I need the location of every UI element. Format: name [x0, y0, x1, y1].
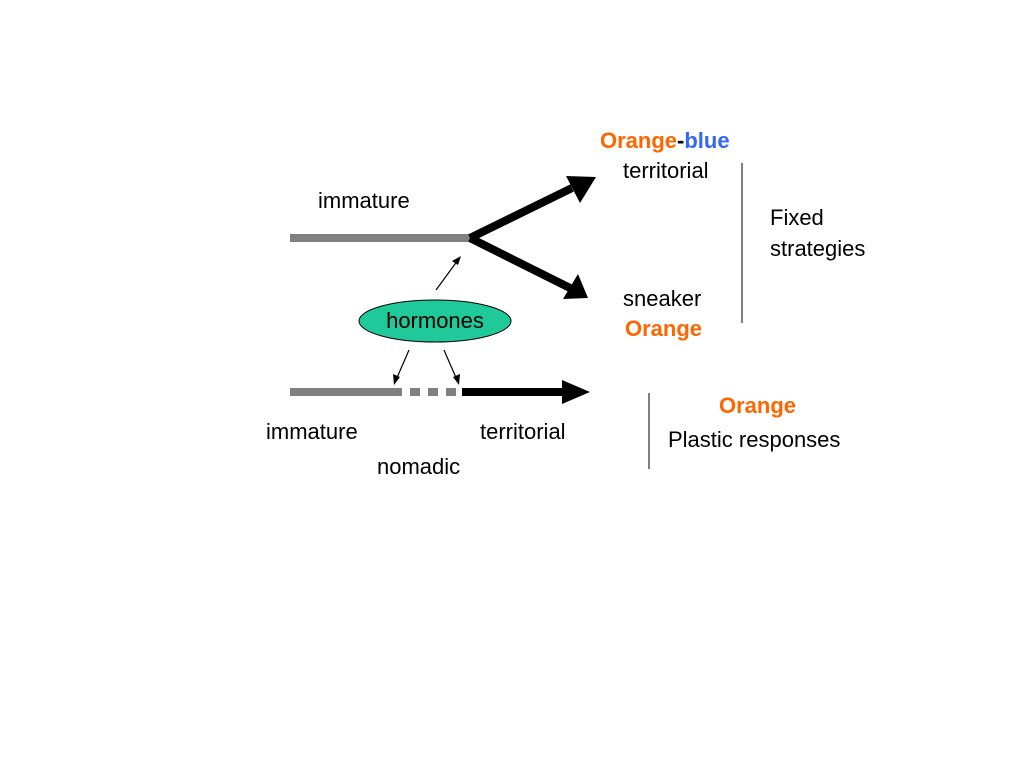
- arrowhead-territorial: [566, 176, 596, 203]
- blue-word: blue: [684, 128, 730, 153]
- arrowhead-sneaker: [563, 274, 588, 299]
- hormone-arrow-up-head: [452, 256, 461, 265]
- orange-word: Orange: [600, 128, 678, 153]
- hormone-arrow-down-right: [443, 349, 458, 381]
- orange-blue-label: Orange-blue: [600, 128, 730, 154]
- strategies-label: strategies: [770, 236, 866, 261]
- hormone-arrow-up: [435, 259, 459, 291]
- hormones-ellipse: [358, 299, 512, 343]
- sneaker-label: sneaker: [623, 286, 702, 311]
- nomadic-label: nomadic: [377, 454, 461, 479]
- hormone-arrow-down-left-head: [393, 374, 400, 385]
- fixed-label: Fixed: [770, 205, 824, 230]
- plastic-responses-label: Plastic responses: [668, 427, 841, 452]
- branch-arrow-territorial: [468, 184, 574, 242]
- orange-sneaker-label: Orange: [625, 316, 703, 341]
- arrowhead-bottom: [562, 380, 590, 404]
- orange-plastic-label: Orange: [719, 393, 797, 418]
- territorial-bottom-label: territorial: [480, 419, 566, 444]
- hormone-arrow-down-left: [395, 349, 410, 381]
- dash: -: [677, 128, 685, 153]
- hormones-label: hormones: [386, 308, 484, 333]
- territorial-top-label: territorial: [623, 158, 709, 183]
- immature-bottom-label: immature: [266, 419, 358, 444]
- branch-arrow-sneaker: [468, 234, 572, 292]
- immature-top-label: immature: [318, 188, 410, 213]
- hormone-arrow-down-right-head: [453, 374, 460, 385]
